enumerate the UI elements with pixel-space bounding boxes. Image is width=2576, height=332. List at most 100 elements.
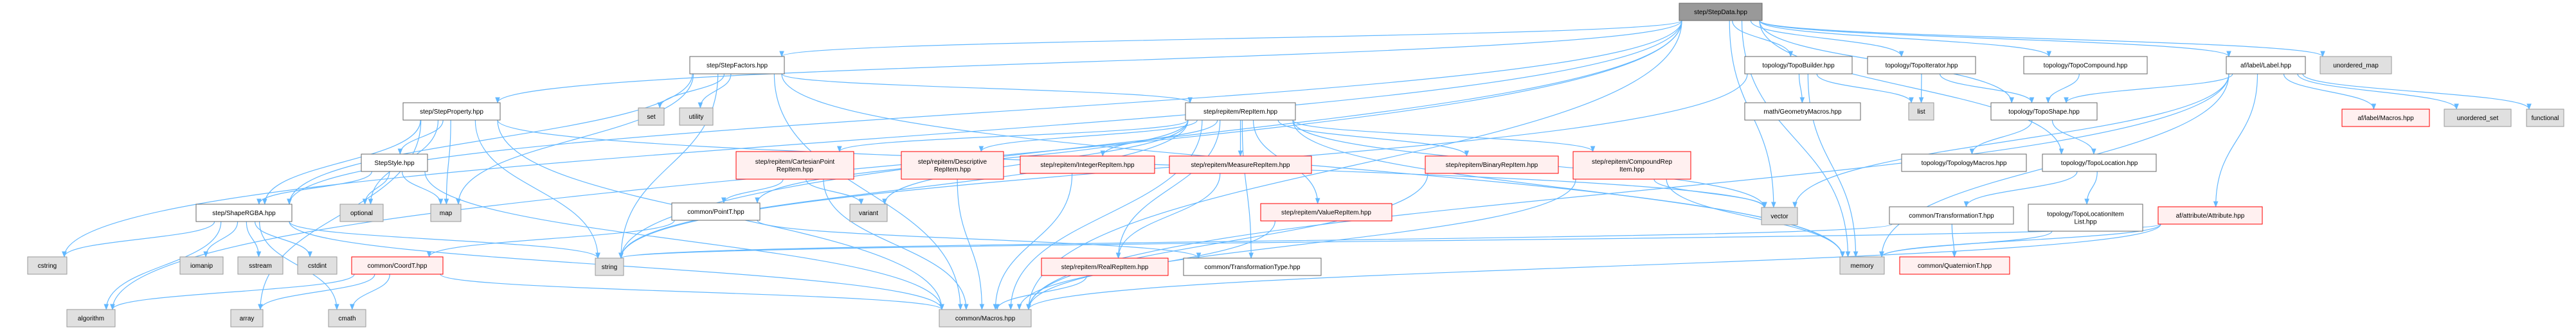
graph-node-geometry-macros[interactable]: math/GeometryMacros.hpp [1744,102,1861,121]
edge-StepProperty-to-ShapeRGBA [262,119,421,205]
node-box [1899,256,2010,275]
graph-node-step-style[interactable]: StepStyle.hpp [361,153,428,172]
edge-TopoShape-to-TopologyMacros [1969,119,2033,155]
graph-node-memory: memory [1839,256,1885,275]
node-box [1020,155,1155,174]
edge-StepProperty-to-string [474,119,600,259]
node-box [402,102,501,121]
edge-ShapeRGBA-to-iomanip [203,221,239,258]
graph-node-quaternion-t[interactable]: common/QuaternionT.hpp [1899,256,2010,275]
graph-node-topo-shape[interactable]: topology/TopoShape.hpp [1990,102,2098,121]
edge-TransformationT-to-string [618,223,1893,259]
graph-node-topology-macros[interactable]: topology/TopologyMacros.hpp [1901,153,2027,172]
graph-node-step-factors[interactable]: step/StepFactors.hpp [689,56,785,74]
graph-node-value-rep-item[interactable]: step/repitem/ValueRepItem.hpp [1260,203,1392,222]
graph-node-label-macros[interactable]: af/label/Macros.hpp [2341,109,2430,127]
edge-StepFactors-to-set [657,73,725,109]
graph-node-iomanip: iomanip [179,256,224,275]
node-box [27,256,68,275]
edge-TopoShape-to-TopoLocation [2051,119,2096,155]
graph-node-topo-iterator[interactable]: topology/TopoIterator.hpp [1867,56,1976,74]
node-box [939,309,1032,328]
graph-node-topo-builder[interactable]: topology/TopoBuilder.hpp [1744,56,1853,74]
node-label: List.hpp [2074,219,2096,226]
edge-MeasureRepItem-to-RealRepItem [1115,173,1221,259]
graph-node-rep-item[interactable]: step/repitem/RepItem.hpp [1185,102,1296,121]
graph-node-shape-rgba[interactable]: step/ShapeRGBA.hpp [195,204,293,222]
edge-CompoundRepItem-to-vector [1653,179,1767,208]
edge-StepFactors-to-map [456,73,694,205]
node-label: topology/TopoLocation.hpp [2061,160,2138,167]
node-label: RepItem.hpp [777,166,814,173]
edge-ShapeRGBA-to-sstream [246,221,262,258]
graph-node-utility: utility [679,107,714,126]
graph-node-binary-rep-item[interactable]: step/repitem/BinaryRepItem.hpp [1425,155,1559,174]
node-label: cmath [338,315,356,322]
node-box [638,107,665,126]
edge-TopoBuilder-to-list [1816,73,1914,103]
node-box [1572,151,1691,180]
node-box [1185,102,1296,121]
node-label: af/label/Macros.hpp [2357,115,2414,122]
graph-node-topo-location[interactable]: topology/TopoLocation.hpp [2042,153,2157,172]
node-box [2042,153,2157,172]
node-box [2028,204,2143,232]
node-label: step/repitem/CompoundRep [1592,159,1673,166]
node-label: common/PointT.hpp [687,209,744,216]
node-box [66,309,116,328]
edge-StepData-to-TopoIterator [1750,20,1904,57]
node-label: map [440,210,453,217]
edge-BinaryRepItem-to-CommonMacros [1026,173,1428,310]
edge-StepFactors-to-CommonMacros [773,73,963,310]
graph-node-label[interactable]: af/label/Label.hpp [2226,56,2306,74]
edge-StepStyle-to-map [401,171,444,205]
node-box [1867,56,1976,74]
graph-node-real-rep-item[interactable]: step/repitem/RealRepItem.hpp [1041,258,1169,276]
edge-Label-to-TopoShape [2064,73,2233,103]
graph-node-measure-rep-item[interactable]: step/repitem/MeasureRepItem.hpp [1169,155,1312,174]
node-box [339,204,384,222]
edge-PointT-to-CoordT [426,220,675,258]
edge-TopoLocation-to-TransformationT [1963,171,2078,207]
edge-TopoIterator-to-TopoShape [1939,73,2035,103]
edge-TopoCompound-to-TopoShape [2046,73,2080,103]
graph-node-step-property[interactable]: step/StepProperty.hpp [402,102,501,121]
node-box [1183,258,1322,276]
nodes-layer: step/StepData.hpp step/StepFactors.hpp top… [27,3,2564,328]
graph-node-transformation-t[interactable]: common/TransformationT.hpp [1889,206,2014,225]
graph-node-attribute[interactable]: af/attribute/Attribute.hpp [2157,206,2263,225]
graph-node-set: set [638,107,665,126]
node-box [361,153,428,172]
edge-StepData-to-TopoCompound [1759,20,2051,57]
node-box [2341,109,2430,127]
node-label: iomanip [190,263,213,270]
node-label: step/repitem/ValueRepItem.hpp [1281,209,1371,216]
edge-ShapeRGBA-to-algorithm [104,221,222,310]
node-box [1839,256,1885,275]
graph-node-step-data[interactable]: step/StepData.hpp [1679,3,1763,21]
graph-node-coord-t[interactable]: common/CoordT.hpp [351,256,444,275]
node-label: common/CoordT.hpp [368,263,428,270]
edge-ShapeRGBA-to-cstdint [255,221,312,258]
graph-node-cstring: cstring [27,256,68,275]
graph-node-integer-rep-item[interactable]: step/repitem/IntegerRepItem.hpp [1020,155,1155,174]
graph-node-point-t[interactable]: common/PointT.hpp [671,202,761,221]
graph-node-variant: variant [849,204,888,222]
graph-node-transformation-type[interactable]: common/TransformationType.hpp [1183,258,1322,276]
graph-node-string: string [595,258,624,276]
node-label: step/ShapeRGBA.hpp [212,210,276,217]
edge-Label-to-LabelMacros [2283,73,2377,110]
graph-node-algorithm: algorithm [66,309,116,328]
node-label: step/repitem/CartesianPoint [755,159,835,166]
node-box [179,256,224,275]
edge-StepFactors-to-RepItem [781,73,1193,103]
edge-StepFactors-to-ShapeRGBA [287,73,693,205]
graph-node-topo-compound[interactable]: topology/TopoCompound.hpp [2023,56,2148,74]
edge-TransformationT-to-QuaternionT [1951,223,1957,258]
node-label: topology/TopoIterator.hpp [1886,62,1958,69]
node-box [1761,207,1798,225]
